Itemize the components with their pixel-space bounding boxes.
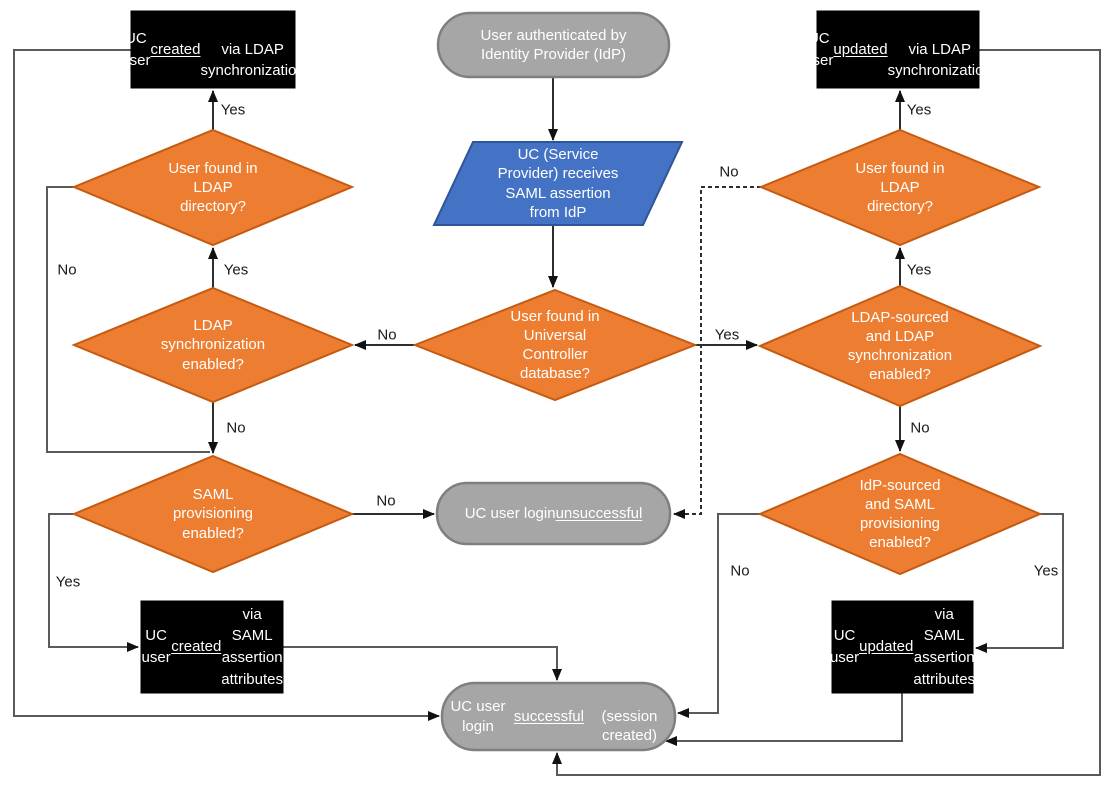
edge-created-saml-to-success [283,646,562,681]
shape-receives-saml [432,141,684,226]
shape-idp-authenticated [436,11,671,79]
edge-saml-prov-yes-route [48,513,139,652]
shape-ldap-sourced-sync [757,284,1043,408]
shape-user-updated-saml [831,600,974,694]
shape-user-created-saml [140,600,284,694]
shape-found-uc-db [412,288,698,402]
edge-found-ldap-left-no-route [46,186,210,453]
shape-user-created-ldap [130,10,296,89]
shape-idp-sourced-prov [757,452,1043,576]
shape-ldap-sync-enabled [71,286,355,404]
shape-login-successful [440,681,677,752]
edge-idp-sourced-yes-route [975,513,1064,653]
edge-idp-sourced-no-route [677,513,760,718]
shape-user-updated-ldap [816,10,980,89]
shape-login-unsuccessful [435,481,672,546]
shape-found-ldap-right [758,128,1042,247]
shape-saml-prov-enabled [71,454,355,574]
edge-updated-saml-to-success [665,693,903,746]
edge-updated-ldap-loop-to-success [552,49,1101,776]
edge-created-ldap-loop-to-success [13,49,440,721]
shape-found-ldap-left [71,128,355,247]
edge-found-ldap-right-no-dashed [673,186,761,519]
